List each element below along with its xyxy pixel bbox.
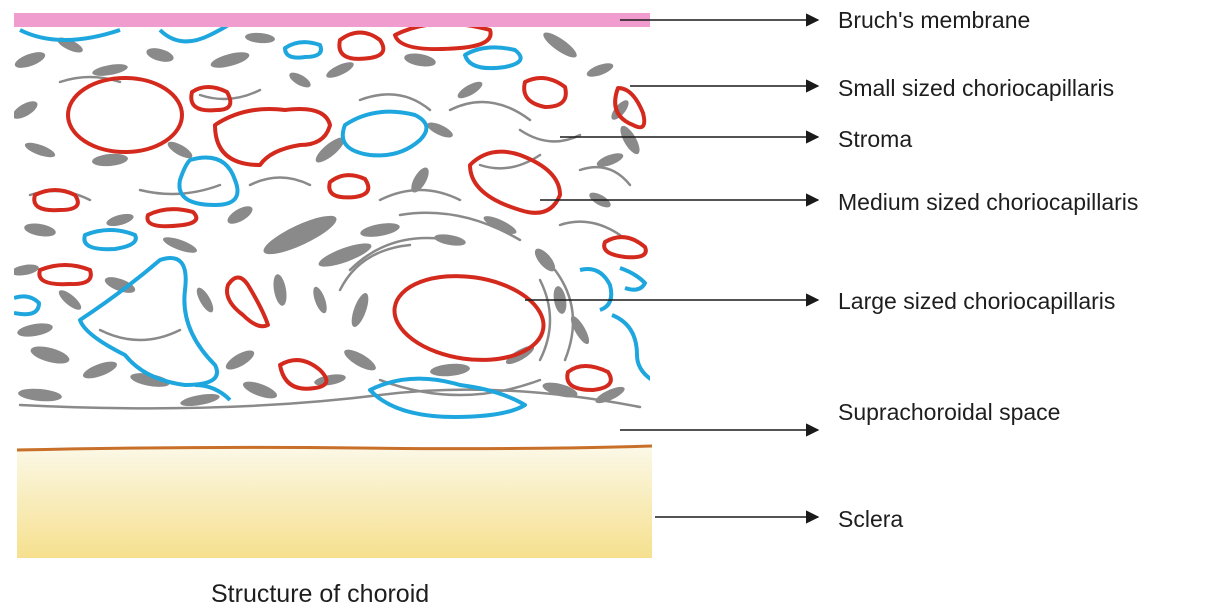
label-stroma: Stroma — [838, 126, 912, 152]
label-bruchs-membrane: Bruch's membrane — [838, 7, 1030, 33]
label-sclera: Sclera — [838, 506, 903, 532]
stroma-fragments — [14, 32, 640, 407]
stroma-strands — [18, 75, 642, 410]
label-suprachoroidal-space: Suprachoroidal space — [838, 399, 1060, 425]
red-vessels — [32, 27, 648, 392]
label-arrows — [525, 13, 820, 524]
label-large-choriocapillaris: Large sized choriocapillaris — [838, 288, 1115, 314]
label-medium-choriocapillaris: Medium sized choriocapillaris — [838, 189, 1138, 215]
sclera-boundary-line — [16, 444, 653, 452]
blue-vessels — [14, 27, 650, 419]
sclera-layer — [17, 448, 652, 558]
bruchs-membrane-layer — [14, 13, 650, 27]
diagram-caption: Structure of choroid — [211, 580, 429, 608]
choroid-tissue — [14, 27, 650, 419]
label-small-choriocapillaris: Small sized choriocapillaris — [838, 75, 1114, 101]
